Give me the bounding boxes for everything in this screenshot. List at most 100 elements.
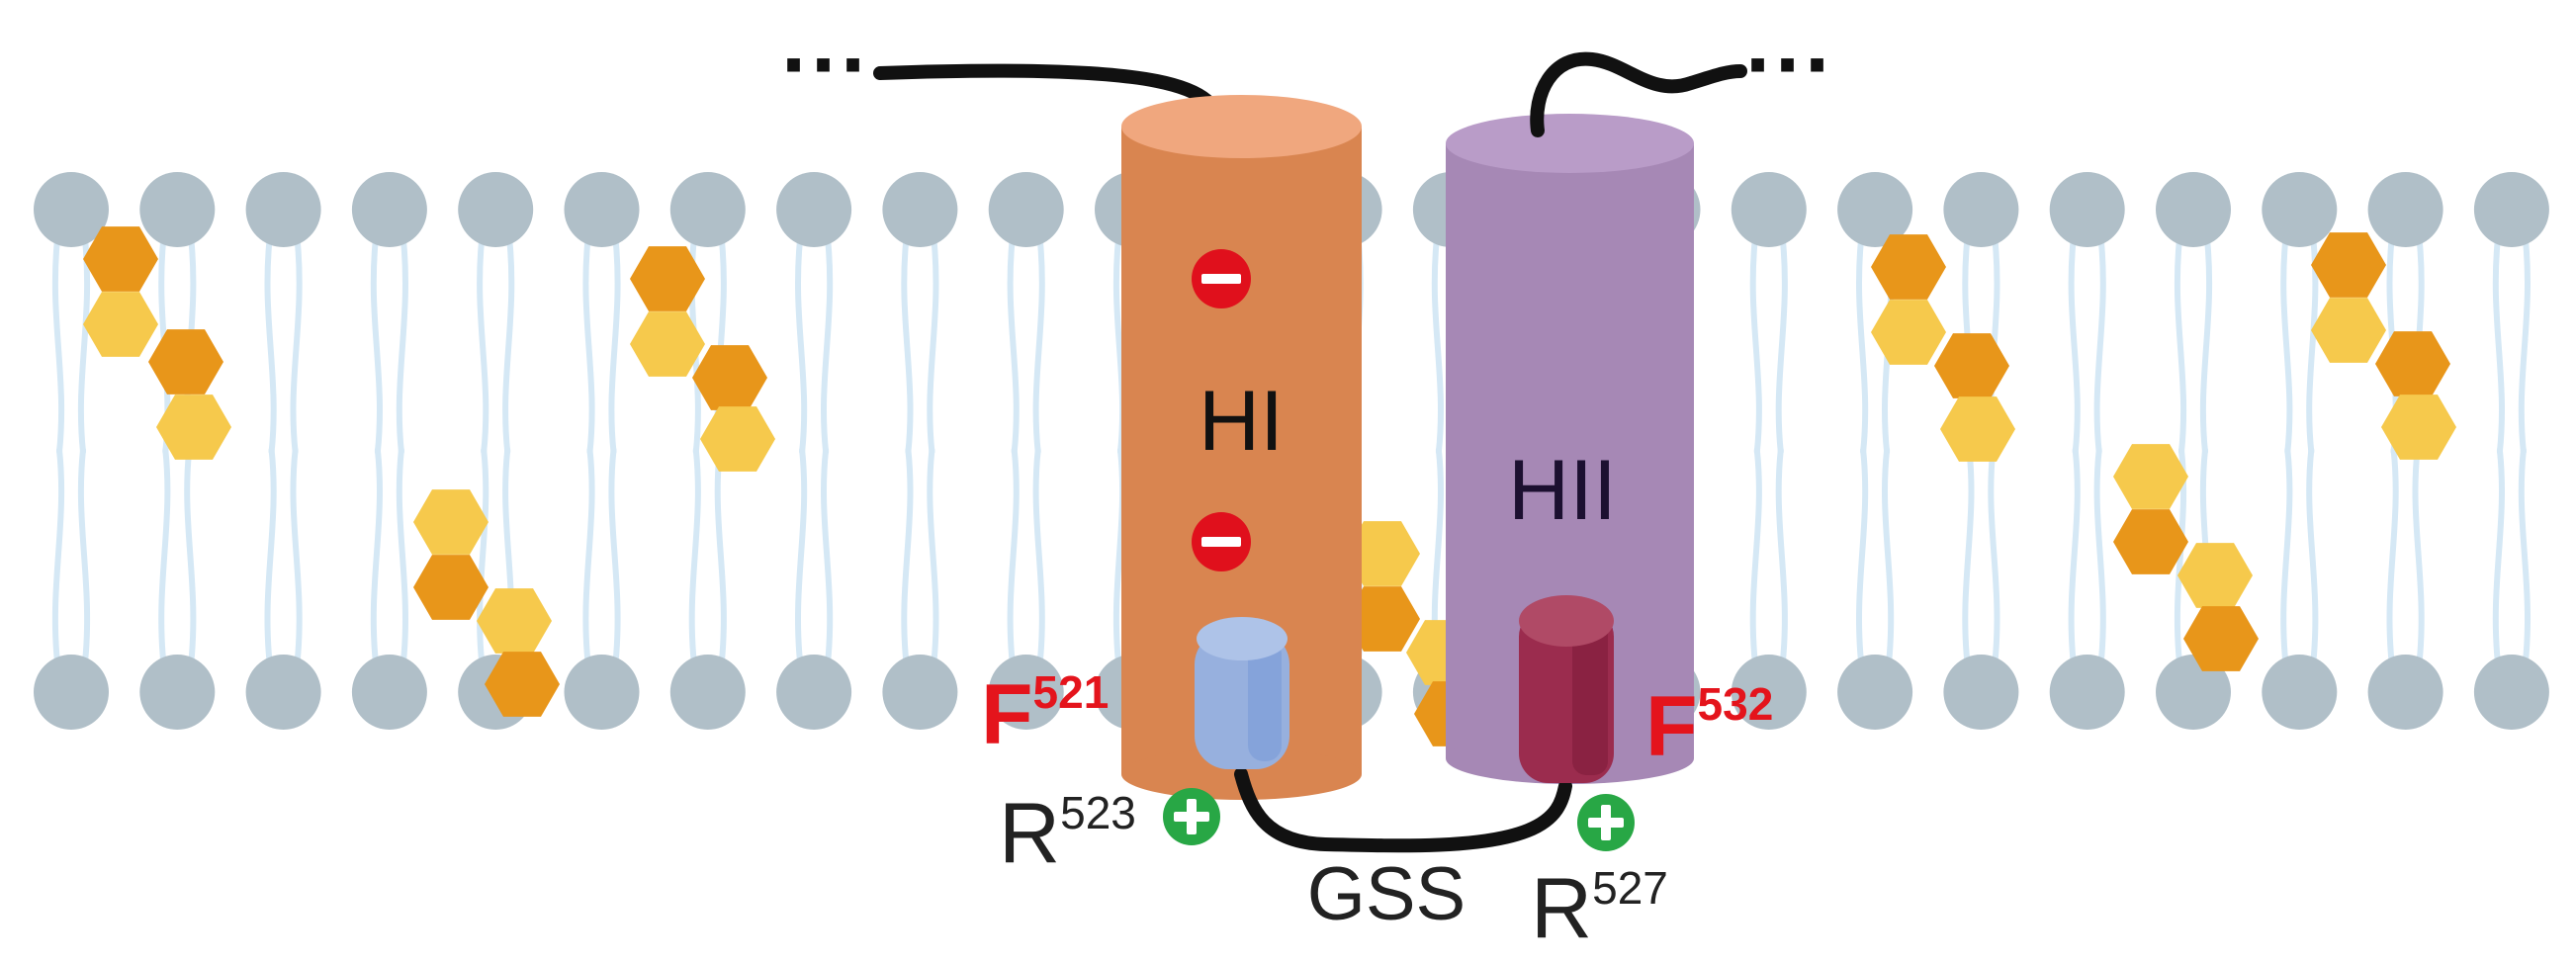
negative-charge-icon bbox=[1192, 249, 1251, 308]
lipid-tail-upper bbox=[582, 236, 621, 455]
lipid-head-lower bbox=[2367, 655, 2443, 730]
hexagon-molecule bbox=[1934, 333, 2009, 398]
lipid-head-upper bbox=[1731, 172, 1807, 247]
residue-cylinder-f532 bbox=[1519, 595, 1614, 783]
hexagon-molecule bbox=[630, 246, 705, 311]
lipid-tail-lower bbox=[2386, 447, 2425, 665]
hexagon-molecule bbox=[692, 345, 767, 410]
lipid-head-upper bbox=[2262, 172, 2338, 247]
hexagon-molecule bbox=[1345, 521, 1420, 586]
lipid-tail-upper bbox=[2068, 236, 2106, 455]
hexagon-molecule bbox=[413, 489, 489, 555]
lipid-head-upper bbox=[458, 172, 534, 247]
lipid-tail-upper bbox=[51, 236, 91, 455]
lipid-head-upper bbox=[776, 172, 852, 247]
negative-charge-icon bbox=[1192, 512, 1251, 571]
lipid-tail-lower bbox=[688, 447, 727, 665]
lipid-head-lower bbox=[669, 655, 746, 730]
lipid-tail-lower bbox=[158, 447, 197, 665]
lipid-head-upper bbox=[564, 172, 640, 247]
hexagon-molecule bbox=[2311, 298, 2386, 363]
lipid-head-upper bbox=[245, 172, 321, 247]
lipid-head-lower bbox=[34, 655, 109, 730]
lipid-tail-upper bbox=[901, 236, 939, 455]
hexagon-molecule bbox=[630, 311, 705, 377]
lipid-head-lower bbox=[1837, 655, 1913, 730]
lipid-tail-lower bbox=[582, 447, 621, 665]
lipid-tail-lower bbox=[2492, 447, 2531, 665]
lipid-head-lower bbox=[139, 655, 216, 730]
lipid-head-lower bbox=[2262, 655, 2338, 730]
lipid-tail-upper bbox=[2174, 236, 2213, 455]
hexagon-molecule bbox=[1940, 396, 2015, 462]
lipid-head-upper bbox=[2156, 172, 2231, 247]
hexagon-molecule bbox=[2381, 394, 2456, 460]
lipid-tail-lower bbox=[1749, 447, 1788, 665]
lipid-tail-upper bbox=[795, 236, 834, 455]
lipid-head-lower bbox=[2156, 655, 2231, 730]
lipid-head-upper bbox=[882, 172, 958, 247]
lipid-head-lower bbox=[776, 655, 852, 730]
lipid-head-upper bbox=[1837, 172, 1913, 247]
lipid-head-lower bbox=[1731, 655, 1807, 730]
lipid-head-lower bbox=[351, 655, 427, 730]
lipid-tail-upper bbox=[1749, 236, 1788, 455]
positive-charge-icon bbox=[1163, 788, 1220, 845]
lipid-tail-lower bbox=[2280, 447, 2319, 665]
c-terminal-tail bbox=[1530, 51, 1747, 137]
hexagon-molecule bbox=[156, 394, 231, 460]
lipid-tail-upper bbox=[1007, 236, 1045, 455]
lipid-tail-upper bbox=[477, 236, 515, 455]
c-terminus-ellipsis: ··· bbox=[1745, 16, 1834, 115]
hexagon-molecule bbox=[2177, 543, 2253, 608]
helix-i-label: HI bbox=[1199, 374, 1284, 469]
hexagon-molecule bbox=[2183, 606, 2259, 671]
hexagon-molecule bbox=[83, 226, 158, 292]
hexagon-molecule bbox=[2113, 444, 2188, 509]
lipid-head-lower bbox=[1943, 655, 2019, 730]
hexagon-molecule bbox=[413, 555, 489, 620]
lipid-head-upper bbox=[2049, 172, 2125, 247]
lipid-tail-upper bbox=[370, 236, 408, 455]
lipid-tail-lower bbox=[1007, 447, 1045, 665]
n-terminus-ellipsis: ··· bbox=[781, 16, 870, 115]
lipid-head-upper bbox=[2367, 172, 2443, 247]
hexagon-molecule bbox=[2113, 509, 2188, 574]
lipid-tail-lower bbox=[264, 447, 303, 665]
residue-label-f532: F532 bbox=[1645, 678, 1773, 774]
lipid-tail-lower bbox=[370, 447, 408, 665]
residue-label-r523: R523 bbox=[999, 786, 1136, 881]
residue-cylinder-f521 bbox=[1195, 617, 1289, 769]
lipid-head-lower bbox=[564, 655, 640, 730]
gss-linker bbox=[1234, 767, 1572, 853]
lipid-tail-lower bbox=[1962, 447, 2000, 665]
lipid-head-lower bbox=[2049, 655, 2125, 730]
hexagon-molecule bbox=[2311, 232, 2386, 298]
lipid-head-upper bbox=[988, 172, 1064, 247]
lipid-tail-lower bbox=[901, 447, 939, 665]
lipid-head-upper bbox=[139, 172, 216, 247]
helix-ii-label: HII bbox=[1508, 443, 1617, 538]
hexagon-molecule bbox=[1871, 300, 1946, 365]
hexagon-molecule bbox=[485, 652, 560, 717]
lipid-head-lower bbox=[988, 655, 1064, 730]
helix-i bbox=[1121, 95, 1362, 800]
positive-charge-icon bbox=[1577, 794, 1635, 851]
lipid-head-upper bbox=[669, 172, 746, 247]
hexagon-molecule bbox=[700, 406, 775, 472]
hexagon-molecule bbox=[83, 292, 158, 357]
residue-label-r527: R527 bbox=[1531, 861, 1668, 956]
linker-label-gss: GSS bbox=[1307, 852, 1466, 936]
hexagon-molecule bbox=[477, 588, 552, 654]
hexagon-molecule bbox=[2375, 331, 2450, 396]
lipid-head-lower bbox=[245, 655, 321, 730]
lipid-tail-lower bbox=[51, 447, 91, 665]
lipid-head-upper bbox=[34, 172, 109, 247]
lipid-tail-upper bbox=[264, 236, 303, 455]
lipid-head-upper bbox=[2473, 172, 2549, 247]
lipid-tail-lower bbox=[2068, 447, 2106, 665]
helix-i-top bbox=[1121, 95, 1362, 158]
residue-label-f521: F521 bbox=[981, 666, 1109, 762]
